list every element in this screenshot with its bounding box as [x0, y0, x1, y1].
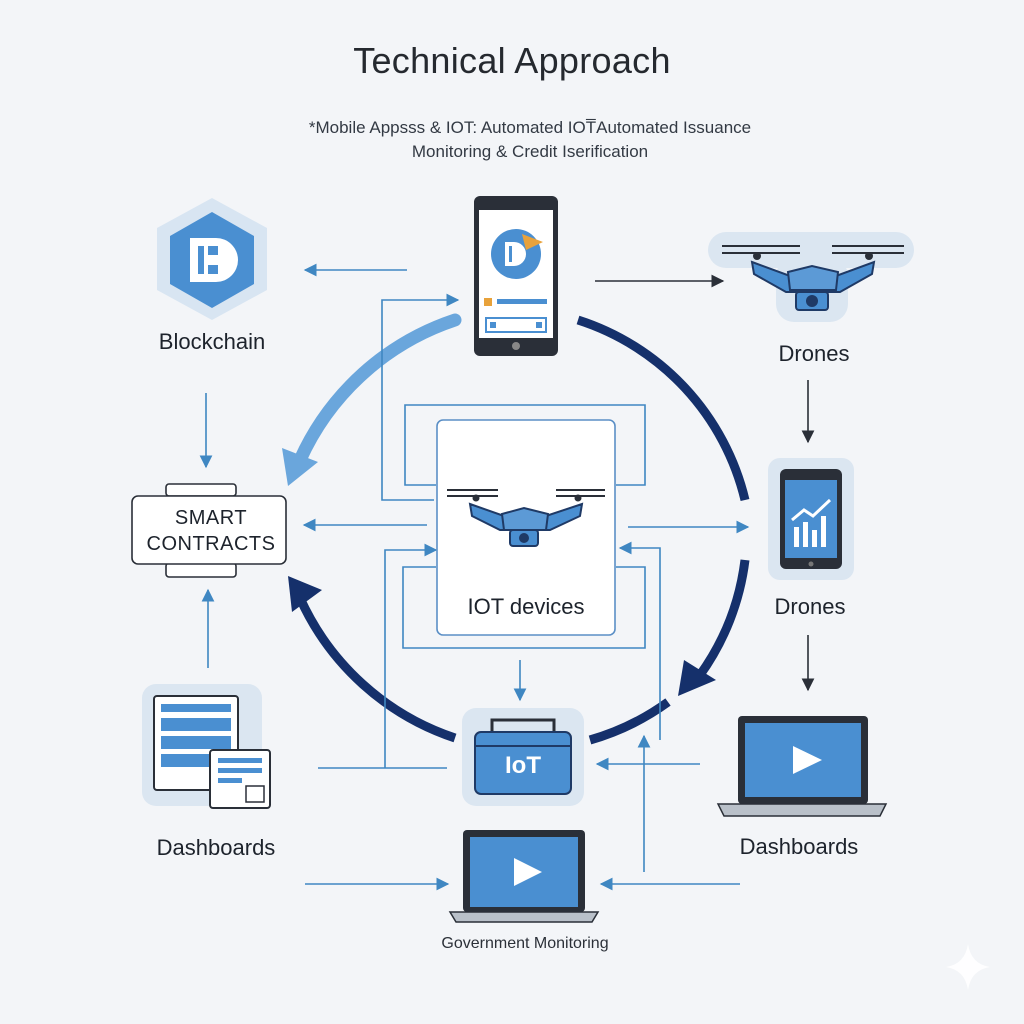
dashboard-windows-icon: [142, 684, 271, 809]
label-iot-devices: IOT devices: [467, 594, 585, 619]
connectors: [199, 263, 750, 891]
drone-icon-top: [708, 232, 914, 322]
arc-navy-left: [295, 596, 457, 743]
arc-navy-bottom-right: [588, 698, 671, 745]
label-blockchain: Blockchain: [158, 329, 266, 354]
label-drones-mid: Drones: [774, 594, 846, 619]
arc-navy-right-arrowhead: [678, 660, 716, 696]
label-dashboards-right: Dashboards: [739, 834, 859, 859]
dark-connectors: [595, 274, 815, 692]
laptop-play-icon-bottom: [448, 830, 600, 923]
arc-light-top-left: [293, 313, 462, 467]
iot-badge-label: IoT: [505, 752, 541, 779]
label-government-monitoring: Government Monitoring: [441, 935, 609, 952]
box-lower-frame: [402, 566, 646, 649]
label-dashboards-left: Dashboards: [156, 835, 276, 860]
iot-devices-card: [436, 419, 616, 636]
label-drones-top: Drones: [778, 341, 850, 366]
laptop-play-icon-right: [716, 716, 888, 817]
smart-contracts-line-1: SMART: [174, 507, 248, 529]
loop-left-outer: [381, 293, 460, 501]
sparkle-icon: [946, 944, 990, 990]
loop-left-inner: [384, 543, 438, 768]
blockchain-hexagon-icon: [157, 198, 267, 320]
subtitle-line-1: *Mobile Appsss & IOT: Automated IOT̅Auto…: [308, 118, 752, 137]
arc-navy-lower-right: [696, 559, 750, 678]
loop-right-inner: [618, 541, 661, 740]
arc-navy-left-arrowhead: [288, 576, 322, 612]
smart-contracts-line-2: CONTRACTS: [146, 533, 276, 555]
smart-contracts-label: SMART CONTRACTS: [146, 505, 276, 557]
mobile-app-icon: [474, 196, 558, 356]
tablet-chart-icon: [768, 458, 854, 580]
box-left-frame: [404, 404, 646, 486]
subtitle-line-2: Monitoring & Credit Iserification: [411, 142, 649, 161]
cycle-arcs: [282, 313, 750, 745]
arc-light-arrowhead: [282, 448, 318, 486]
iot-toolbox-icon: [462, 708, 584, 806]
arc-navy-right: [576, 315, 750, 502]
smart-contracts-box: [131, 483, 287, 578]
page-title: Technical Approach: [353, 40, 671, 81]
